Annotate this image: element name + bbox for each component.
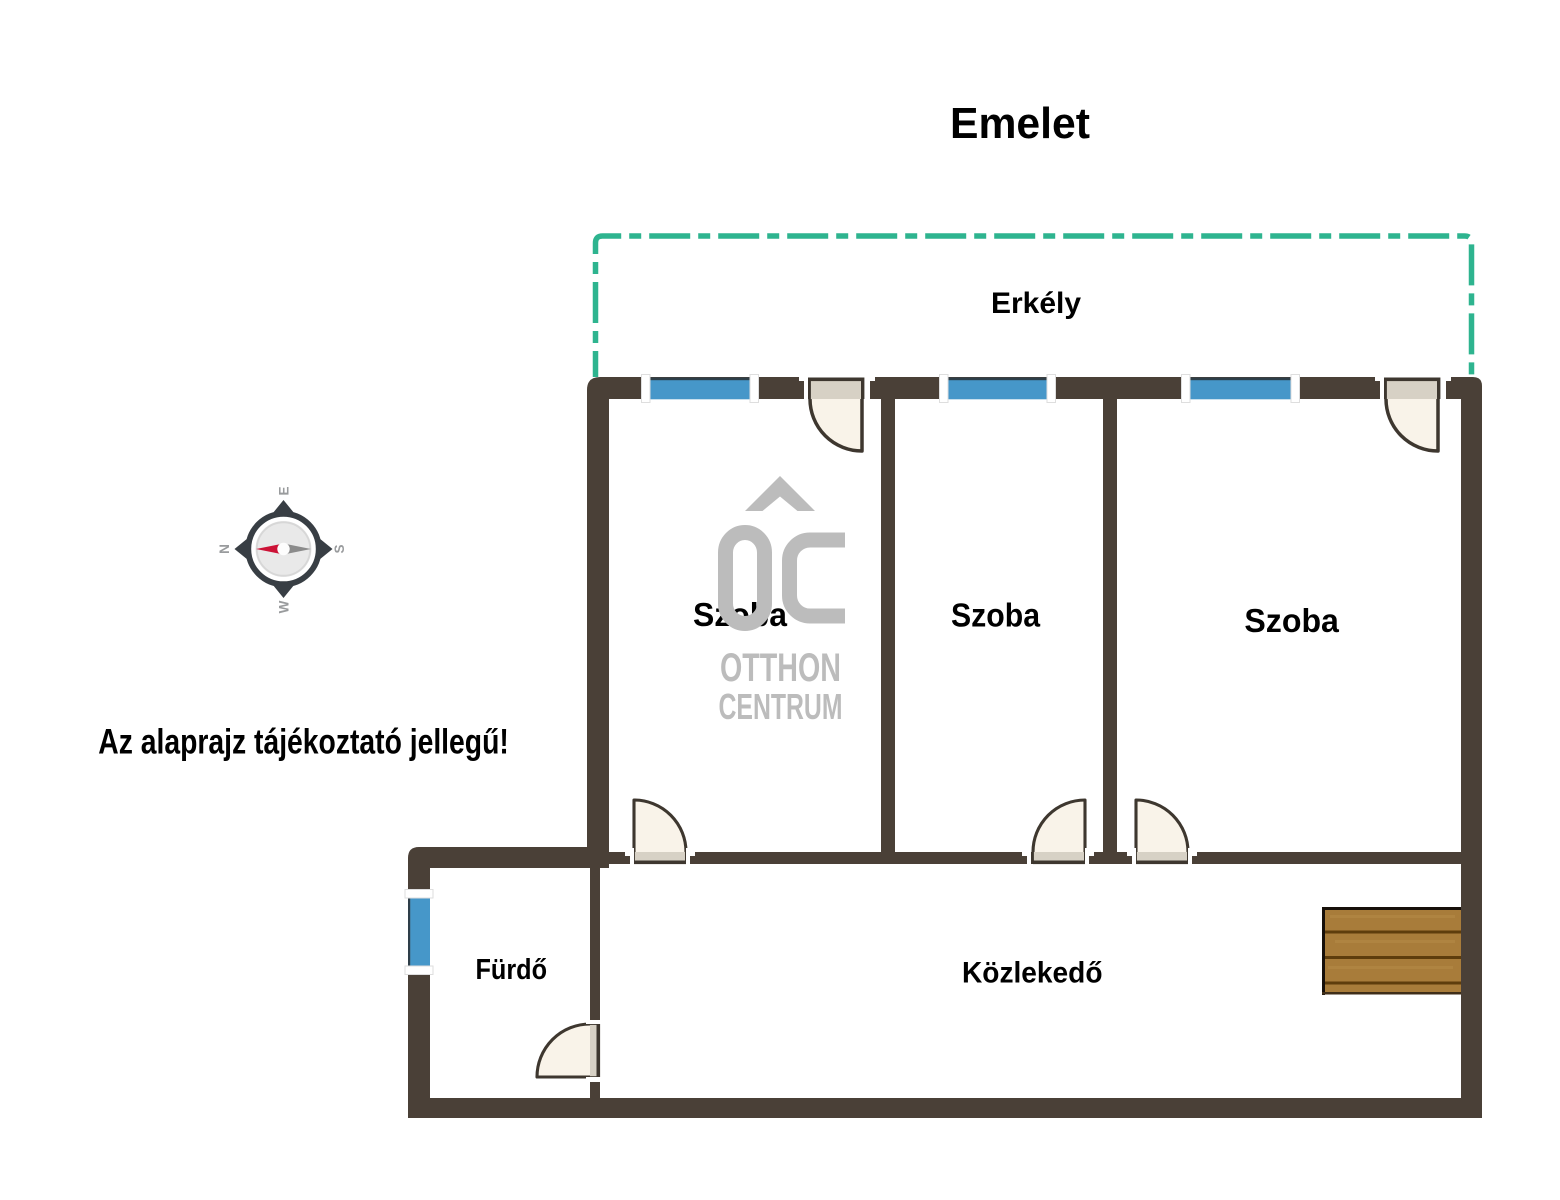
svg-text:Az alaprajz tájékoztató jelleg: Az alaprajz tájékoztató jellegű!	[98, 722, 509, 762]
svg-text:OTTHON: OTTHON	[720, 646, 841, 690]
svg-text:Erkély: Erkély	[991, 287, 1081, 320]
svg-text:S: S	[332, 544, 347, 553]
svg-text:CENTRUM: CENTRUM	[719, 686, 843, 727]
svg-text:Emelet: Emelet	[950, 99, 1090, 148]
svg-text:Fürdő: Fürdő	[476, 954, 548, 986]
svg-text:Szoba: Szoba	[1244, 603, 1339, 640]
svg-text:E: E	[276, 486, 291, 495]
svg-text:N: N	[217, 544, 232, 554]
svg-text:Szoba: Szoba	[951, 598, 1040, 635]
svg-text:Közlekedő: Közlekedő	[962, 957, 1103, 990]
svg-text:W: W	[276, 600, 291, 613]
